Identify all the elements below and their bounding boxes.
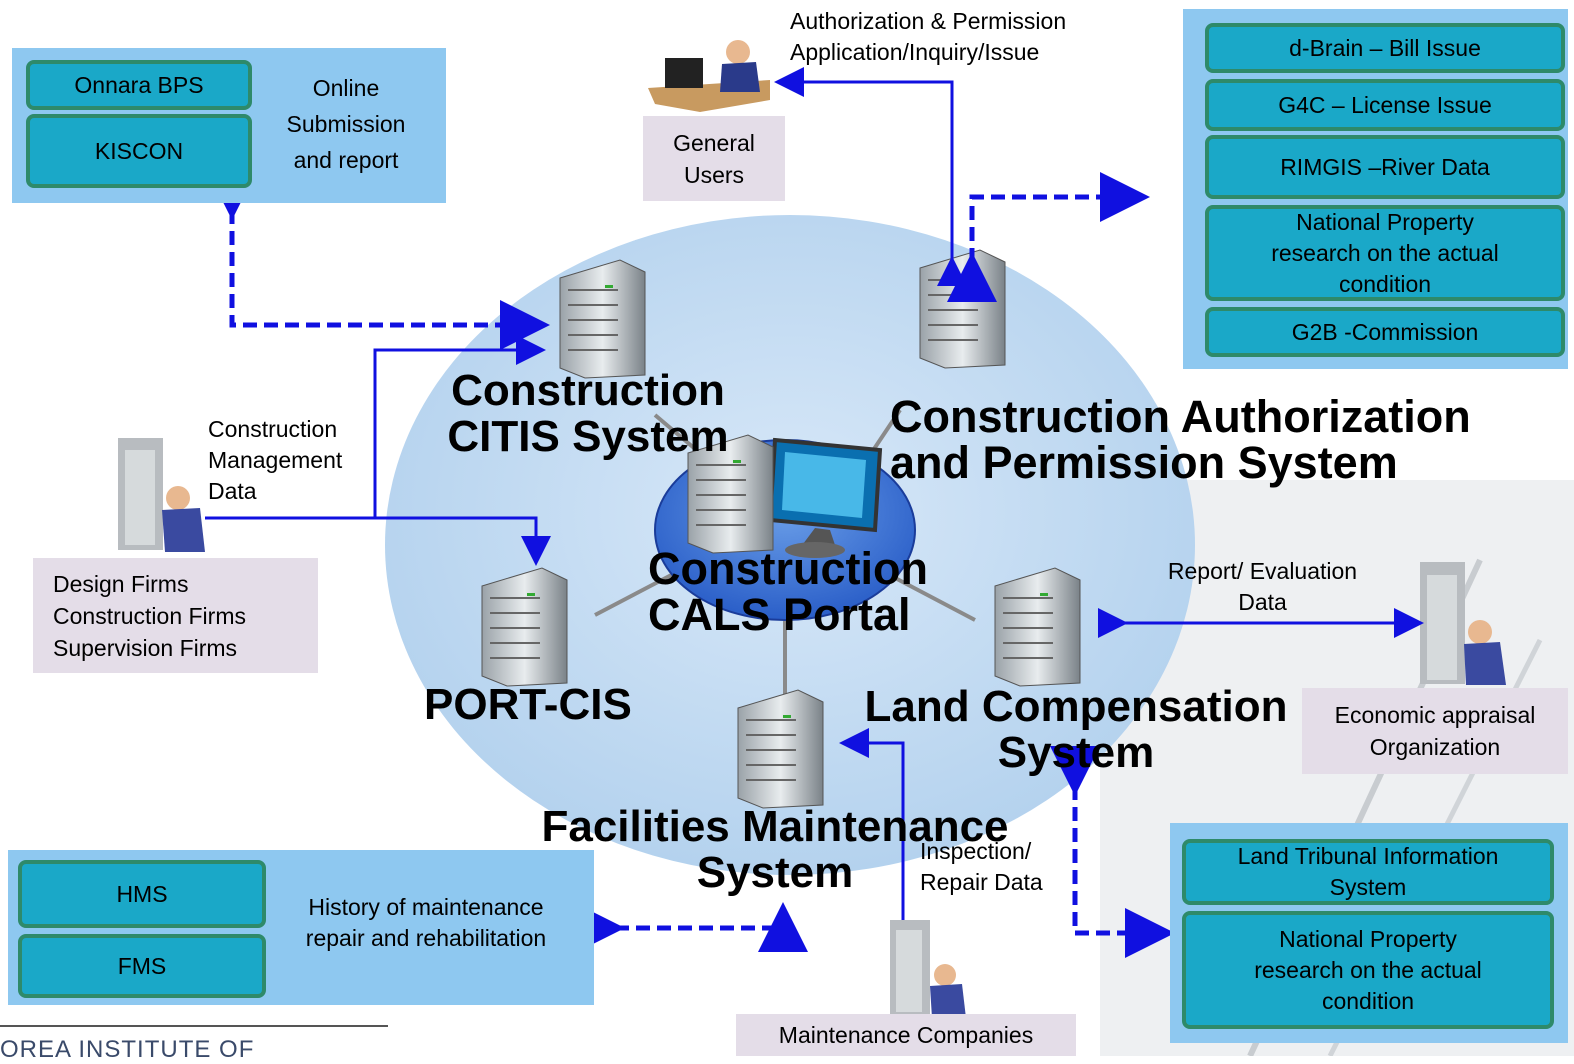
national-property-land-item[interactable]: National Property research on the actual…	[1182, 911, 1554, 1029]
rimgis-item[interactable]: RIMGIS –River Data	[1205, 135, 1565, 199]
online-submission-panel: Onnara BPS KISCON Online Submission and …	[12, 48, 446, 203]
appraisal-building-icon	[1420, 562, 1506, 685]
user-desk-icon	[648, 40, 770, 112]
national-property-item[interactable]: National Property research on the actual…	[1205, 205, 1565, 301]
g4c-item[interactable]: G4C – License Issue	[1205, 79, 1565, 131]
onnara-bps-item[interactable]: Onnara BPS	[26, 60, 252, 110]
fms-item[interactable]: FMS	[18, 934, 266, 998]
dashed-flow-arrows	[207, 170, 1175, 958]
land-compensation-title: Land Compensation System	[864, 682, 1288, 777]
external-systems-panel: d-Brain – Bill Issue G4C – License Issue…	[1183, 9, 1568, 369]
facilities-maintenance-title: Facilities Maintenance System	[541, 802, 1009, 897]
general-users-label: General Users	[643, 116, 785, 201]
auth-permission-system-title: Construction Authorization and Permissio…	[890, 391, 1471, 488]
cals-portal-title: Construction CALS Portal	[648, 543, 928, 640]
authorization-flow-label: Authorization & Permission Application/I…	[790, 8, 1067, 65]
port-cis-title: PORT-CIS	[424, 680, 632, 729]
report-evaluation-label: Report/ Evaluation Data	[1167, 558, 1358, 615]
inspection-repair-label: Inspection/ Repair Data	[920, 838, 1043, 895]
land-systems-panel: Land Tribunal Information System Nationa…	[1170, 823, 1568, 1043]
computer-monitor-icon	[767, 437, 883, 558]
institute-footer: OREA INSTITUTE OF	[0, 1036, 255, 1063]
citis-system-title: Construction CITIS System	[447, 366, 729, 461]
maintenance-building-icon	[890, 920, 966, 1018]
kiscon-item[interactable]: KISCON	[26, 114, 252, 188]
maintenance-history-caption: History of maintenance repair and rehabi…	[305, 894, 547, 951]
economic-appraisal-label: Economic appraisal Organization	[1302, 688, 1568, 774]
online-submission-caption: Online Submission and report	[286, 75, 406, 173]
maintenance-history-panel: HMS FMS History of maintenance repair an…	[8, 850, 594, 1005]
firms-label: Design Firms Construction Firms Supervis…	[33, 558, 318, 673]
g2b-item[interactable]: G2B -Commission	[1205, 307, 1565, 357]
firm-building-icon	[118, 438, 205, 552]
construction-management-label: Construction Management Data	[208, 416, 343, 504]
land-tribunal-item[interactable]: Land Tribunal Information System	[1182, 839, 1554, 905]
d-brain-item[interactable]: d-Brain – Bill Issue	[1205, 23, 1565, 73]
hms-item[interactable]: HMS	[18, 860, 266, 928]
maintenance-companies-label: Maintenance Companies	[736, 1014, 1076, 1056]
